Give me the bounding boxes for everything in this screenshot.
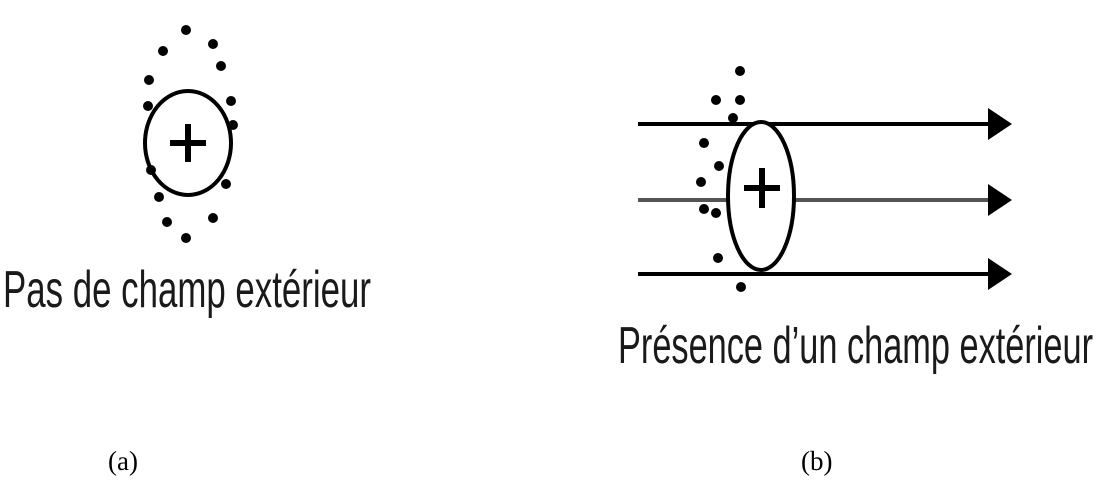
panel-a-label: (a)	[108, 446, 138, 477]
electron	[699, 204, 709, 214]
electron	[728, 113, 738, 123]
electron	[228, 120, 238, 130]
electron	[216, 61, 226, 71]
electron	[162, 217, 172, 227]
electron	[181, 25, 191, 35]
electron	[735, 66, 745, 76]
field-line	[638, 258, 1012, 290]
nucleus	[145, 91, 231, 195]
electron	[713, 253, 723, 263]
electron	[208, 213, 218, 223]
panel-b-ion	[696, 66, 794, 292]
electron	[714, 161, 724, 171]
arrowhead-icon	[988, 258, 1012, 290]
electron	[226, 96, 236, 106]
electron	[154, 192, 164, 202]
electron	[699, 138, 709, 148]
arrowhead-icon	[988, 184, 1012, 216]
panel-b-field	[638, 108, 1012, 290]
electron	[735, 95, 745, 105]
panel-b-label: (b)	[801, 446, 832, 477]
field-line	[638, 108, 1012, 140]
electron	[146, 165, 156, 175]
panel-b-caption: Présence d’un champ extérieur	[618, 316, 1093, 376]
electron	[158, 46, 168, 56]
field-line	[638, 184, 1012, 216]
electron	[144, 75, 154, 85]
electron	[221, 179, 231, 189]
electron	[696, 177, 706, 187]
electron	[736, 282, 746, 292]
arrowhead-icon	[988, 108, 1012, 140]
electron	[181, 233, 191, 243]
electron	[711, 208, 721, 218]
electron	[143, 101, 153, 111]
nucleus	[728, 122, 794, 270]
electron	[208, 39, 218, 49]
panel-a-ion	[143, 25, 238, 243]
electron	[711, 95, 721, 105]
panel-a-caption: Pas de champ extérieur	[3, 260, 371, 320]
